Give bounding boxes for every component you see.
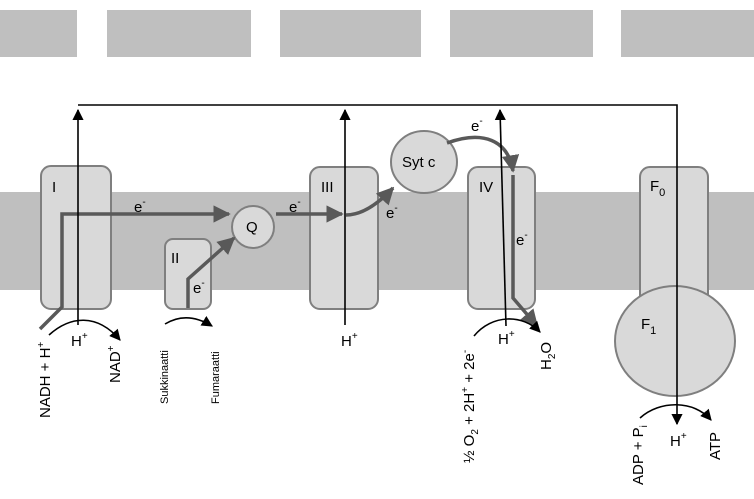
ubiquinone: Q bbox=[231, 205, 275, 249]
outer-membrane-segment bbox=[0, 10, 77, 57]
atp-synthase: F0 F1 bbox=[614, 166, 736, 397]
outer-membrane-segment bbox=[450, 10, 593, 57]
electron-label: e- bbox=[516, 230, 528, 249]
electron-label: e- bbox=[193, 278, 205, 297]
complex-III-body bbox=[309, 166, 379, 310]
proton-path-top-line bbox=[78, 104, 683, 426]
fumarate-label: Fumaraatti bbox=[210, 351, 222, 404]
proton-labels: H+ H+ H+ H+ bbox=[71, 329, 687, 450]
ubiquinone-circle bbox=[231, 205, 275, 249]
proton-path-complex-IV bbox=[494, 108, 507, 327]
electron-label: e- bbox=[471, 116, 483, 135]
complex-II: II bbox=[164, 238, 212, 310]
electron-path-iii-to-cytc bbox=[345, 186, 395, 217]
electron-label: e- bbox=[386, 203, 398, 222]
electron-path-cytc-to-iv bbox=[446, 135, 520, 173]
proton-label: H+ bbox=[670, 431, 687, 450]
reaction-arrow-oxygen bbox=[473, 318, 541, 337]
cytochrome-c-circle bbox=[390, 130, 458, 194]
f1-label: F1 bbox=[641, 316, 656, 337]
complex-I-body bbox=[40, 165, 112, 310]
f0-label: F0 bbox=[650, 178, 665, 199]
nad-label: NAD+ bbox=[106, 345, 124, 383]
ubiquinone-label: Q bbox=[246, 219, 258, 236]
electron-path-nadh-to-q bbox=[38, 205, 231, 331]
reaction-arrow-nadh bbox=[48, 319, 121, 341]
complex-III: III bbox=[309, 166, 379, 310]
electron-labels: e- e- e- e- e- e- bbox=[134, 116, 528, 297]
electron-label: e- bbox=[289, 197, 301, 216]
electron-paths bbox=[38, 135, 539, 331]
complex-II-body bbox=[164, 238, 212, 310]
outer-membrane-segment bbox=[107, 10, 251, 57]
f1-subunit bbox=[614, 285, 736, 397]
reaction-arrow-succinate bbox=[164, 315, 213, 327]
complex-I-label: I bbox=[52, 179, 56, 196]
electron-path-iv-to-o2 bbox=[511, 175, 539, 328]
proton-label: H+ bbox=[71, 331, 88, 350]
water-label: H2O bbox=[538, 342, 558, 370]
reaction-arrow-atp bbox=[639, 403, 712, 421]
cytochrome-c-label: Syt c bbox=[402, 154, 436, 171]
electron-path-ii-to-q bbox=[186, 236, 236, 308]
proton-label: H+ bbox=[498, 329, 515, 348]
complex-IV-label: IV bbox=[479, 179, 493, 196]
succinate-label: Sukkinaatti bbox=[159, 350, 171, 404]
cytochrome-c: Syt c bbox=[390, 130, 458, 194]
oxygen-reaction-label: ½ O2 + 2H+ + 2e- bbox=[460, 350, 481, 463]
complex-I: I bbox=[40, 165, 112, 310]
complex-II-label: II bbox=[171, 250, 179, 267]
outer-membrane-segment bbox=[621, 10, 754, 57]
adp-label: ADP + Pi bbox=[630, 425, 650, 485]
proton-paths bbox=[48, 104, 712, 426]
outer-membrane bbox=[0, 10, 754, 57]
outer-membrane-segment bbox=[280, 10, 421, 57]
proton-label: H+ bbox=[341, 331, 358, 350]
atp-label: ATP bbox=[707, 432, 724, 460]
complex-III-label: III bbox=[321, 179, 334, 196]
electron-label: e- bbox=[134, 197, 146, 216]
nadh-label: NADH + H+ bbox=[36, 342, 54, 418]
